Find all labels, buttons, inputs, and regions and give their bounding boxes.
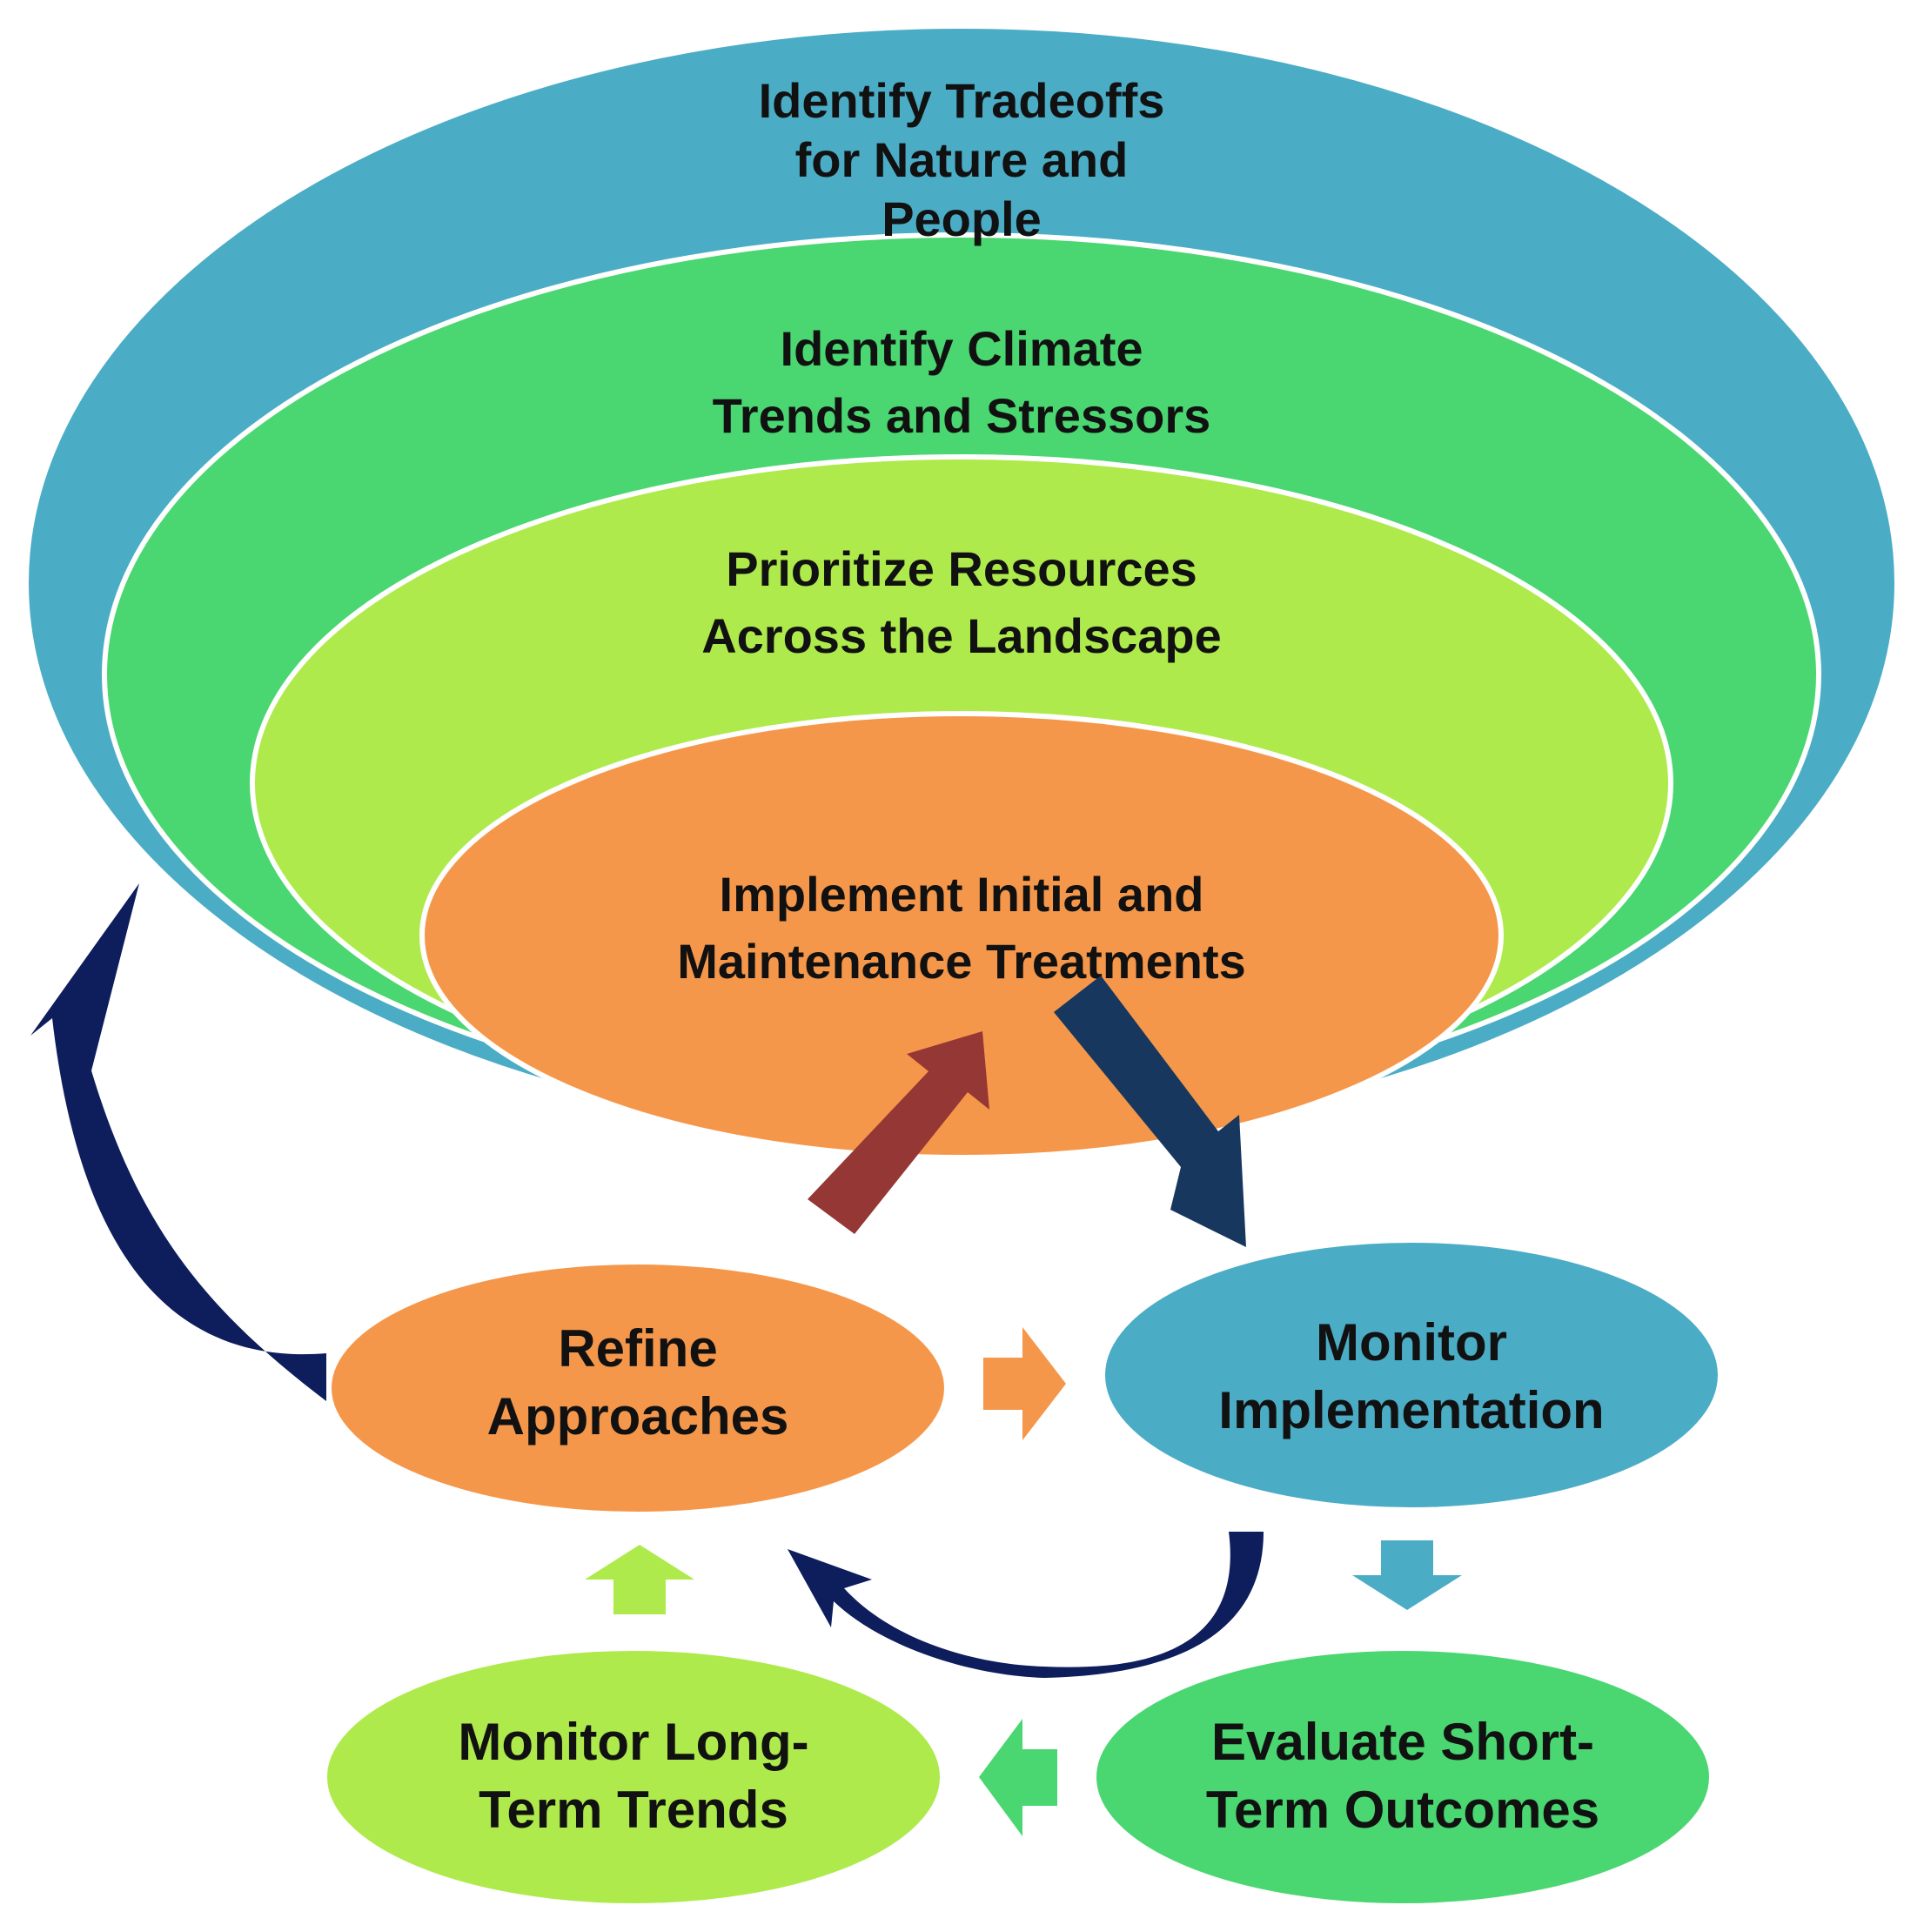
tradeoffs-label-1: Identify Tradeoffs [759, 73, 1165, 128]
arrow-monitor-to-evaluate [1352, 1540, 1462, 1610]
arrow-to-implement [808, 1031, 989, 1234]
arrow-evaluate-to-long-term [979, 1719, 1057, 1836]
prioritize-label-2: Across the Landscape [701, 608, 1222, 663]
tradeoffs-label-2: for Nature and [795, 132, 1129, 187]
refine-label-2: Approaches [487, 1387, 789, 1446]
node-long-term-trends [322, 1646, 945, 1909]
arrow-refine-to-monitor [983, 1327, 1066, 1440]
tradeoffs-label-3: People [882, 191, 1042, 246]
node-monitor-implementation [1100, 1238, 1723, 1513]
implement-label-2: Maintenance Treatments [677, 934, 1246, 989]
climate-label-1: Identify Climate [781, 321, 1143, 376]
arrow-long-term-to-refine [585, 1545, 694, 1614]
implement-label-1: Implement Initial and [720, 867, 1204, 922]
long-term-label-2: Term Trends [479, 1781, 788, 1839]
ring-implement [419, 711, 1504, 1160]
arrow-monitor-to-refine [788, 1532, 1264, 1678]
prioritize-label-1: Prioritize Resources [726, 541, 1197, 596]
monitor-implementation-label-1: Monitor [1316, 1313, 1507, 1372]
node-refine-approaches [326, 1259, 949, 1517]
refine-label-1: Refine [558, 1319, 717, 1378]
climate-label-2: Trends and Stressors [713, 388, 1211, 443]
node-evaluate-outcomes [1091, 1646, 1714, 1909]
evaluate-label-1: Evaluate Short- [1211, 1713, 1594, 1771]
arrow-from-implement [1054, 976, 1246, 1247]
arrow-refine-to-outer-rings [30, 883, 326, 1401]
long-term-label-1: Monitor Long- [458, 1713, 808, 1771]
monitor-implementation-label-2: Implementation [1218, 1381, 1604, 1439]
evaluate-label-2: Term Outcomes [1206, 1781, 1599, 1839]
